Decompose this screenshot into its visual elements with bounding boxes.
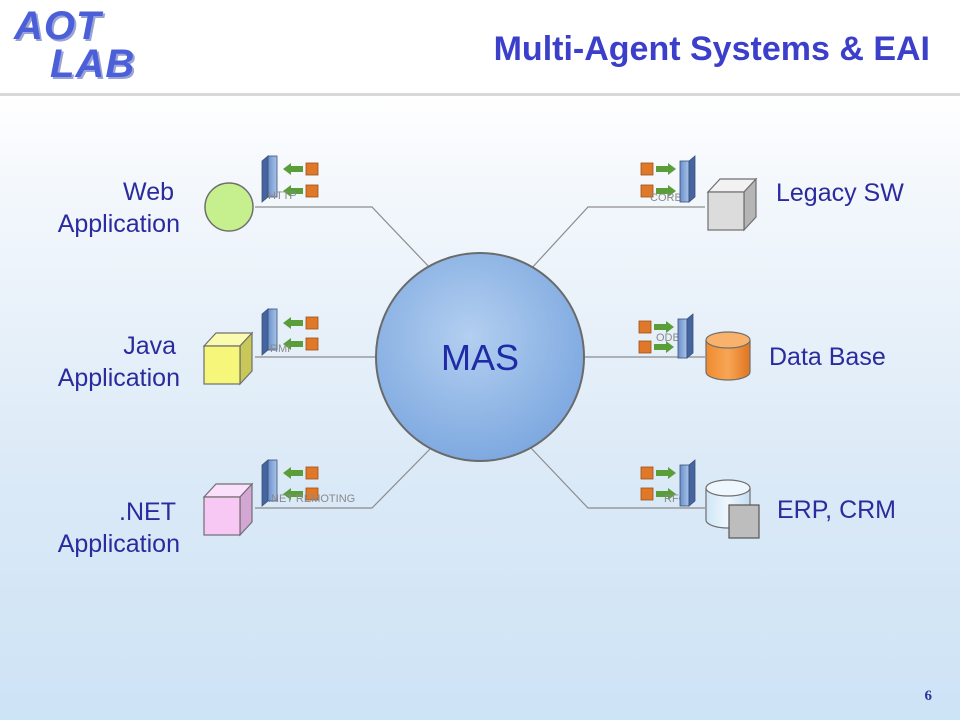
adapter-erp: RFC [640,459,696,507]
header-divider [0,93,960,96]
web-app-label-line1: Web [123,178,174,206]
protocol-http: HTTP [268,190,297,202]
page-number: 6 [924,688,933,704]
protocol-rmi: RMI [270,343,290,355]
logo-line-2: LAB [50,42,136,86]
net-app-label-line2: Application [57,530,180,558]
legacy-sw-label: Legacy SW [776,179,904,207]
web-app-circle-icon [204,182,254,232]
adapter-java: RMI [261,308,319,356]
adapter-database: ODBC [638,313,694,359]
header-bar [0,0,960,95]
adapter-net: .NET REMOTING [261,459,355,507]
erp-crm-label: ERP, CRM [777,496,897,524]
legacy-sw-cube-icon [706,177,758,232]
line-legacy [529,206,705,271]
database-cylinder-icon [705,331,751,381]
slide-title: Multi-Agent Systems & EAI [493,30,930,68]
net-app-cube-icon [202,482,254,537]
adapter-legacy: CORBA [640,155,696,204]
erp-crm-cylinder-icon [705,479,760,539]
web-app-label-line2: Application [57,210,180,238]
erp-box-icon [728,504,760,539]
line-erp [529,446,705,509]
protocol-net-remoting: .NET REMOTING [268,493,355,505]
connection-lines [255,206,705,509]
java-app-label-line2: Application [57,364,180,392]
mas-label: MAS [441,337,519,378]
database-label: Data Base [769,343,886,371]
net-app-label: .NET Application [58,496,180,560]
web-app-label: Web Application [58,176,180,240]
logo-line-1: AOT [14,4,102,48]
java-app-label-line1: Java [123,332,176,360]
net-app-label-line1: .NET [119,498,176,526]
line-web [255,206,433,271]
line-net [255,446,433,509]
java-app-label: Java Application [58,330,180,394]
adapter-web: HTTP [261,155,319,203]
mas-node: MAS [375,252,585,462]
java-app-cube-icon [202,331,254,386]
